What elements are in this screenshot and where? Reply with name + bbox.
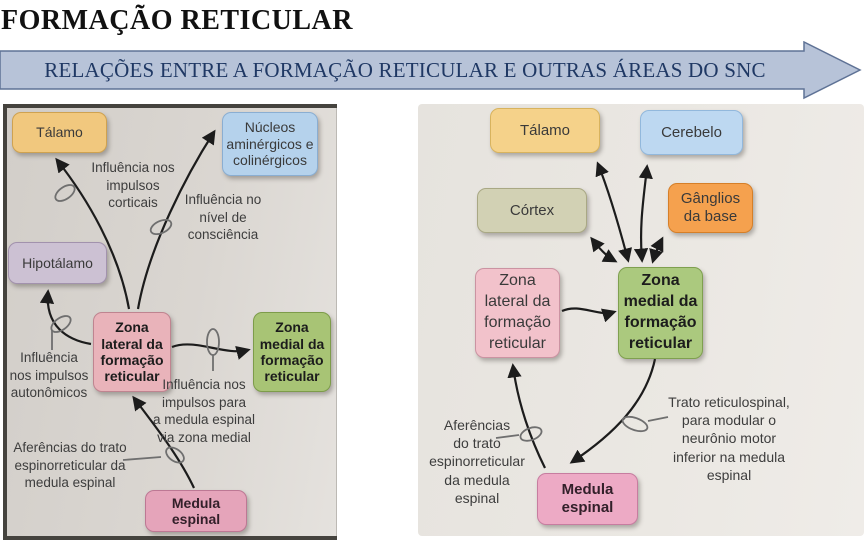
arrow-medial-to-medula [569, 358, 657, 464]
leader-trato [647, 416, 669, 422]
arrow-medial-ganglios [649, 236, 664, 264]
label-aferencias-trato: Aferências do trato espinorreticular da … [13, 440, 127, 491]
synapse-loop-trato [621, 415, 649, 433]
synapse-loop-corticais [54, 184, 76, 202]
node-talamo: Tálamo [12, 112, 107, 153]
node-talamo: Tálamo [490, 108, 600, 153]
arrow-lateral-to-nucleos [136, 129, 216, 310]
leader-aferencias [122, 456, 162, 461]
arrow-lateral-to-medial [561, 307, 617, 323]
arrow-medial-talamo [595, 161, 633, 263]
page-title: FORMAÇÃO RETICULAR [1, 5, 353, 36]
node-medula-espinal: Medula espinal [537, 473, 638, 525]
banner-arrow-polygon [0, 41, 862, 100]
synapse-loop-via-medial [206, 328, 220, 356]
synapse-loop-aferencias [165, 446, 185, 464]
label-influencia-consciencia: Influência no nível de consciência [184, 192, 262, 243]
arrow-medula-to-lateral [132, 395, 195, 489]
arrow-medula-to-lateral [507, 363, 546, 469]
left-diagram-arrows [39, 129, 251, 489]
node-cortex: Córtex [477, 188, 587, 233]
label-aferencias-trato: Aferências do trato espinorreticular da … [429, 417, 525, 506]
node-ganglios-da-base: Gânglios da base [668, 183, 753, 233]
leader-aferencias [495, 434, 520, 439]
node-hipotalamo: Hipotálamo [8, 242, 107, 284]
node-nucleos-aminergicos: Núcleos aminérgicos e colinérgicos [222, 112, 318, 176]
right-diagram-panel: Tálamo Cerebelo Córtex Gânglios da base … [418, 104, 864, 536]
arrow-medial-cerebelo [633, 164, 653, 263]
node-zona-medial: Zona medial da formação reticular [253, 312, 331, 392]
label-influencia-autonomicos: Influência nos impulsos autonômicos [9, 350, 89, 401]
label-via-zona-medial: Influência nos impulsos para a medula es… [152, 377, 256, 445]
label-influencia-corticais: Influência nos impulsos corticais [91, 160, 175, 211]
synapse-loop-consciencia [149, 218, 173, 236]
node-zona-medial: Zona medial da formação reticular [618, 267, 703, 359]
node-cerebelo: Cerebelo [640, 110, 743, 155]
arrow-lateral-to-hipotalamo [39, 289, 92, 346]
synapse-loop-aferencias [519, 426, 543, 442]
node-medula-espinal: Medula espinal [145, 490, 247, 532]
arrow-lateral-to-medial [171, 343, 251, 360]
node-zona-lateral: Zona lateral da formação reticular [475, 268, 560, 358]
left-diagram-panel: Tálamo Núcleos aminérgicos e colinérgico… [3, 104, 337, 540]
arrow-lateral-to-talamo [55, 157, 131, 310]
node-zona-lateral: Zona lateral da formação reticular [93, 312, 171, 392]
banner-title: RELAÇÕES ENTRE A FORMAÇÃO RETICULAR E OU… [44, 57, 766, 82]
banner-arrow-shape [0, 41, 862, 100]
right-diagram-arrows [495, 161, 669, 469]
label-trato-reticulospinal: Trato reticulospinal, para modular o neu… [668, 394, 790, 483]
arrow-medial-cortex [590, 236, 618, 263]
